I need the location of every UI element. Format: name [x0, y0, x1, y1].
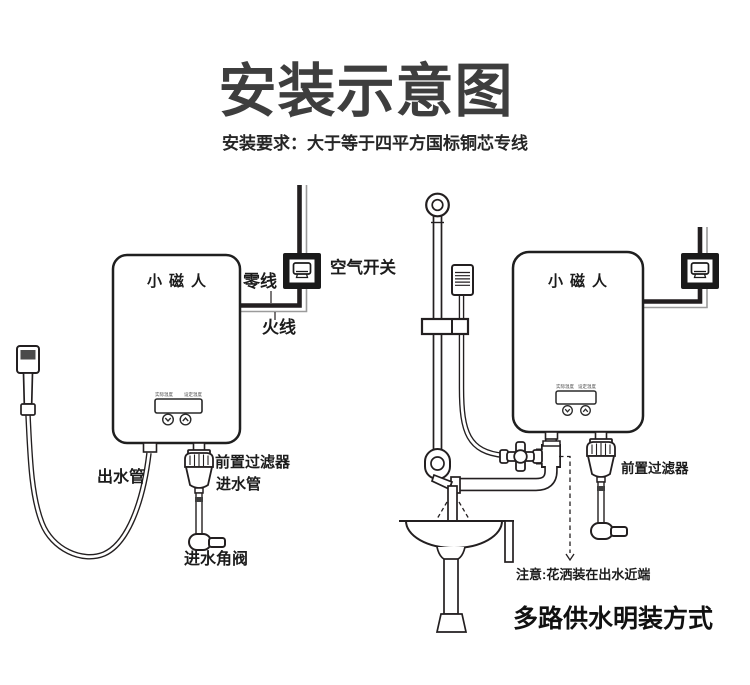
temp-up-button [580, 405, 591, 416]
outlet-port [544, 431, 559, 440]
tee-collar [542, 440, 561, 447]
panel-labels: 实际温度 设定温度 [155, 392, 202, 398]
prefilter-assembly [586, 438, 628, 540]
chevron-up-icon [182, 416, 189, 422]
temp-down-button [161, 413, 174, 426]
spray-line-left [436, 501, 448, 520]
spray-line-right [458, 501, 470, 520]
air-switch-icon [282, 252, 322, 290]
hand-shower [16, 345, 40, 416]
arrow-down-icon [565, 553, 575, 562]
right-diagram [399, 192, 720, 633]
inlet-pipe-label: 进水管 [216, 476, 262, 493]
temperature-display [154, 398, 203, 414]
diagram-caption: 多路供水明装方式 [513, 605, 714, 633]
prefilter-label: 前置过滤器 [621, 461, 689, 476]
mixing-valve [499, 441, 543, 472]
temp-up-button [179, 413, 192, 426]
air-switch-label: 空气开关 [330, 259, 396, 277]
chevron-down-icon [564, 408, 571, 413]
prefilter-label: 前置过滤器 [215, 454, 291, 471]
neutral-wire-label: 零线 [243, 272, 277, 291]
live-wire-line [644, 227, 703, 304]
chevron-up-icon [582, 408, 589, 413]
rail-hand-shower [451, 264, 474, 296]
left-diagram [16, 185, 322, 560]
outlet-hose [25, 414, 152, 560]
control-panel [154, 398, 203, 426]
panel-left-label: 实际温度 [556, 384, 574, 389]
air-switch-icon [680, 252, 720, 290]
note-label: 注意:花洒装在出水近端 [516, 567, 651, 582]
shower-spray-face [20, 350, 36, 360]
brand-label: 小磁人 [548, 273, 615, 290]
brand-label: 小磁人 [147, 273, 214, 290]
water-heater-body [111, 253, 242, 445]
panel-right-label: 设定温度 [184, 392, 202, 397]
temp-down-button [562, 405, 573, 416]
chevron-down-icon [164, 417, 172, 423]
outlet-port [142, 442, 158, 453]
temperature-display [555, 390, 597, 405]
neutral-wire-line [241, 185, 308, 313]
shower-rail [424, 192, 451, 480]
page-subtitle: 安装要求：大于等于四平方国标铜芯专线 [222, 134, 528, 153]
sink-pedestal [443, 558, 459, 615]
inlet-valve-label: 进水角阀 [184, 551, 249, 568]
live-wire-line [241, 185, 302, 308]
rail-slider [420, 317, 470, 336]
page-title: 安装示意图 [218, 59, 514, 124]
pedestal-base [435, 613, 468, 633]
rail-slider-grip [451, 318, 469, 335]
note-leader [559, 455, 575, 562]
outlet-pipe-label: 出水管 [97, 469, 146, 486]
panel-right-label: 设定温度 [578, 384, 596, 389]
sink [399, 520, 514, 633]
sink-support [504, 520, 514, 563]
panel-left-label: 实际温度 [155, 392, 173, 397]
shower-hose [458, 294, 505, 459]
control-panel [555, 390, 597, 416]
live-wire-label: 火线 [262, 318, 296, 337]
sink-bowl [404, 520, 504, 549]
water-heater-body [511, 250, 645, 434]
panel-labels: 实际温度 设定温度 [556, 384, 596, 390]
